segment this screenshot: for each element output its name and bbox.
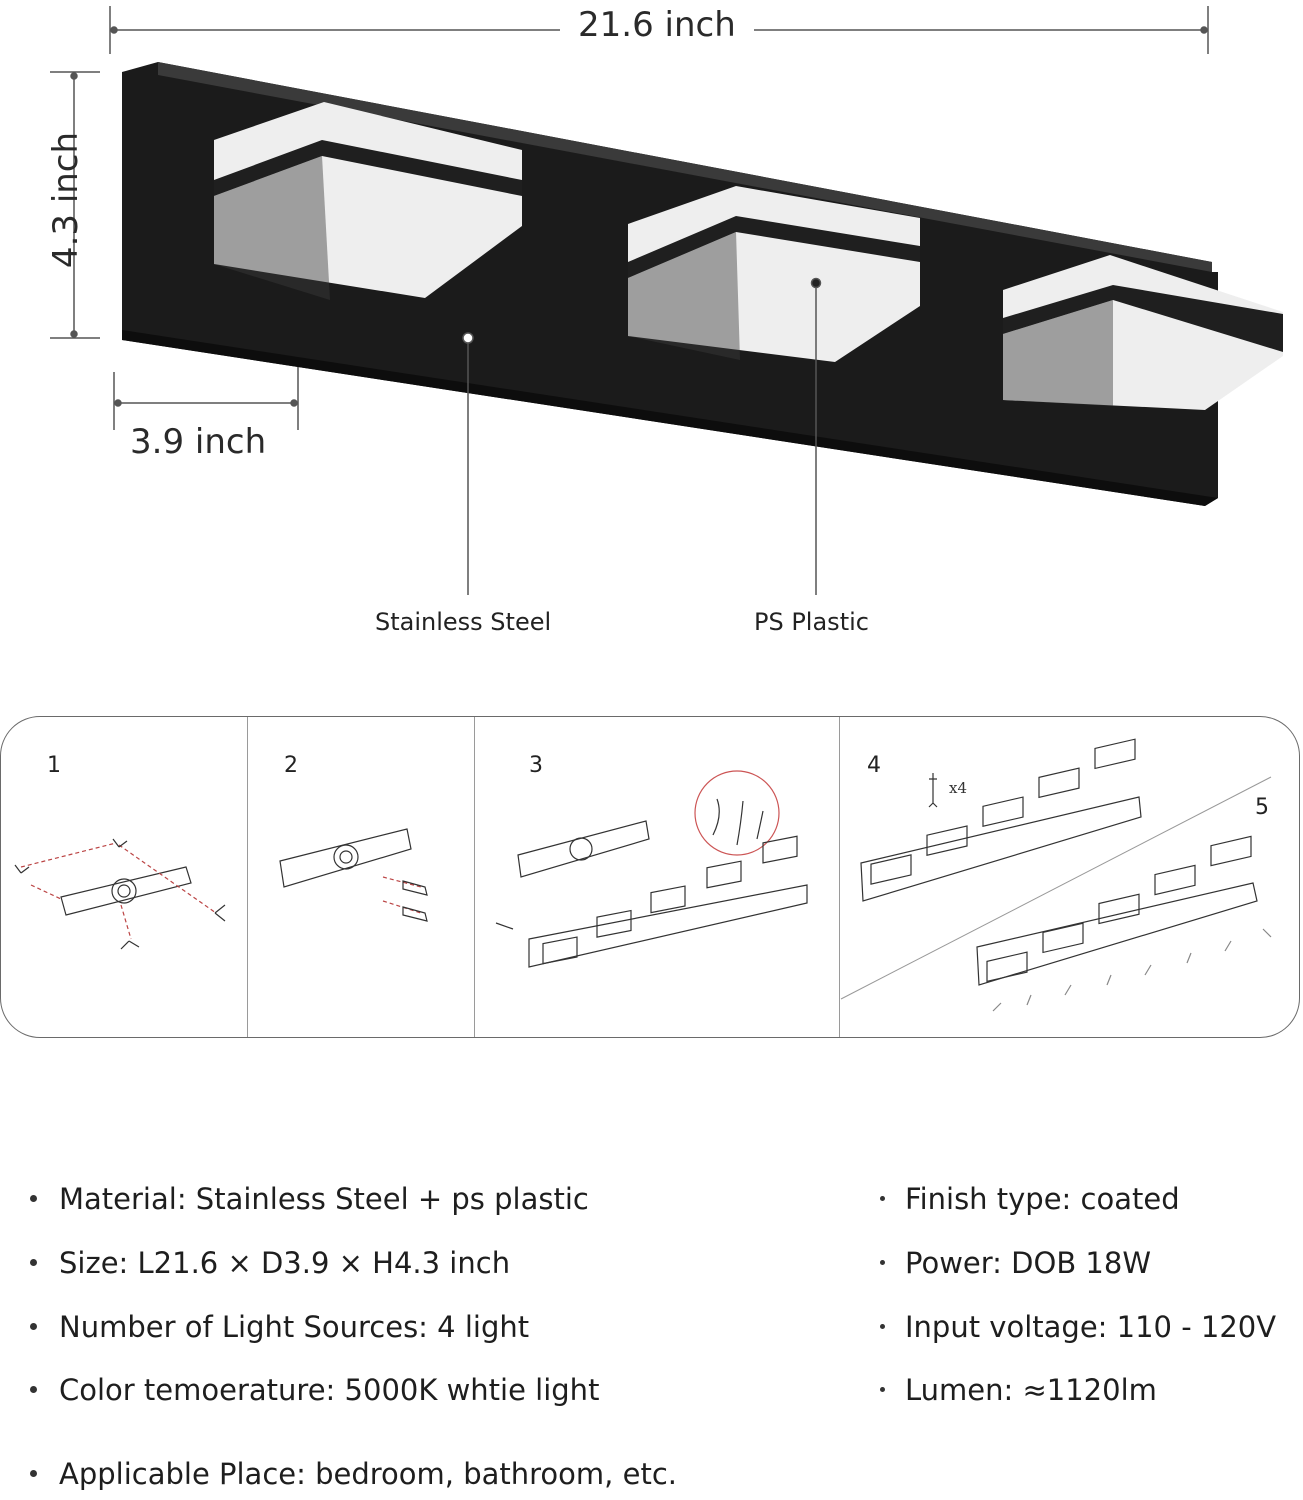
installation-steps-panel: 1 2 3 4 5 x4 xyxy=(0,716,1300,1038)
spec-item: Material: Stainless Steel + ps plastic xyxy=(30,1182,589,1216)
bullet-icon xyxy=(880,1323,885,1329)
step-2-bracket-icon xyxy=(279,828,428,922)
bullet-icon xyxy=(30,1469,37,1477)
step-divider xyxy=(474,717,475,1037)
step-3-wiring-icon xyxy=(495,770,808,968)
height-label: 4.3 inch xyxy=(46,131,86,269)
step-5-number: 5 xyxy=(1255,795,1269,820)
bullet-icon xyxy=(30,1322,37,1330)
depth-label: 3.9 inch xyxy=(130,422,267,462)
bullet-icon xyxy=(30,1194,37,1202)
screw-count-label: x4 xyxy=(949,779,968,797)
spec-item: Number of Light Sources: 4 light xyxy=(30,1310,529,1344)
bullet-icon xyxy=(880,1386,885,1392)
bullet-icon xyxy=(880,1195,885,1201)
bullet-icon xyxy=(880,1259,885,1265)
spec-item: Power: DOB 18W xyxy=(880,1246,1151,1280)
installation-drawings xyxy=(14,738,1272,1012)
step-divider xyxy=(839,717,840,1037)
callout-line-stainless xyxy=(462,332,474,595)
step-1-number: 1 xyxy=(47,753,61,778)
spec-item: Size: L21.6 × D3.9 × H4.3 inch xyxy=(30,1246,510,1280)
spec-item: Lumen: ≈1120lm xyxy=(880,1373,1157,1407)
step-4-5-divider xyxy=(840,776,1272,1000)
stainless-steel-label: Stainless Steel xyxy=(375,608,552,636)
spec-item: Finish type: coated xyxy=(880,1182,1180,1216)
product-illustration xyxy=(50,6,1283,595)
spec-item: Applicable Place: bedroom, bathroom, etc… xyxy=(30,1457,677,1491)
step-divider xyxy=(247,717,248,1037)
step-4-number: 4 xyxy=(867,753,881,778)
spec-item: Input voltage: 110 - 120V xyxy=(880,1310,1276,1344)
spec-item: Color temoerature: 5000K whtie light xyxy=(30,1373,599,1407)
step-5-fixture-lit-icon xyxy=(976,835,1272,1012)
height-dimension-line xyxy=(50,71,100,339)
step-2-number: 2 xyxy=(284,753,298,778)
bullet-icon xyxy=(30,1385,37,1393)
callout-line-plastic xyxy=(810,277,822,595)
step-1-bracket-icon xyxy=(14,838,226,950)
light-shade-3 xyxy=(1003,255,1283,410)
ps-plastic-label: PS Plastic xyxy=(754,608,869,636)
step-4-fixture-icon xyxy=(860,738,1142,902)
step-3-number: 3 xyxy=(529,753,543,778)
width-label: 21.6 inch xyxy=(560,3,754,47)
bullet-icon xyxy=(30,1258,37,1266)
light-shade-2 xyxy=(628,186,920,362)
light-shade-1 xyxy=(214,102,522,300)
